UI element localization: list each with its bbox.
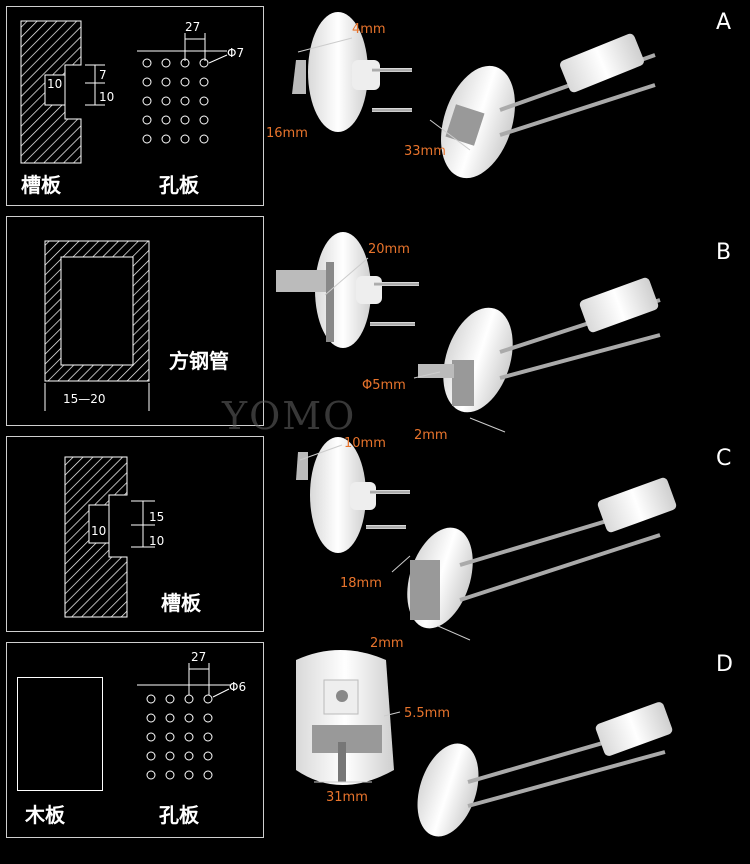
panel-d: 27 Φ6 木板 孔板 [6, 642, 264, 838]
row-letter-c: C [716, 446, 732, 471]
row-letter-b: B [716, 240, 732, 265]
row-letter-d: D [716, 652, 733, 677]
meas-b-5mm: Φ5mm [362, 378, 406, 393]
square-tube-diagram: 15—20 [44, 240, 150, 411]
label-slot-board-c: 槽板 [161, 591, 201, 615]
pegboard-diagram-a: 27 Φ7 [137, 20, 244, 144]
meas-c-18mm: 18mm [340, 576, 382, 591]
slot-board-diagram-a: 10 7 10 [20, 20, 114, 164]
hook-a-side [292, 12, 412, 132]
hook-c-side [296, 437, 410, 553]
watermark: YOMO [222, 394, 357, 438]
panel-c: 10 15 10 槽板 [6, 436, 264, 632]
hook-d-front [296, 650, 394, 785]
label-pegboard-a: 孔板 [159, 173, 199, 197]
slot-board-diagram-c: 10 15 10 [64, 456, 164, 618]
dim-27-d: 27 [191, 650, 206, 664]
meas-a-16mm: 16mm [266, 126, 308, 141]
photo-dimension-lines [297, 37, 506, 783]
row-letter-a: A [716, 10, 732, 35]
meas-a-33mm: 33mm [404, 144, 446, 159]
dim-27: 27 [185, 20, 200, 34]
dim-slot-10: 10 [47, 77, 62, 91]
dim-15-c: 15 [149, 510, 164, 524]
hook-b-side [276, 232, 419, 348]
meas-b-2mm: 2mm [414, 428, 448, 443]
wood-board-shape [17, 677, 103, 791]
hook-a-angle [441, 33, 656, 179]
dim-tube-width: 15—20 [63, 392, 106, 406]
dim-10: 10 [99, 90, 114, 104]
meas-d-55mm: 5.5mm [404, 706, 451, 721]
meas-c-2mm: 2mm [370, 636, 404, 651]
hook-c-angle [407, 477, 677, 629]
meas-b-20mm: 20mm [368, 242, 410, 257]
dim-10-c: 10 [149, 534, 164, 548]
hook-d-angle [417, 702, 673, 837]
dim-slot-10-c: 10 [91, 524, 106, 538]
panel-b: 15—20 方钢管 [6, 216, 264, 426]
label-pegboard-d: 孔板 [159, 803, 199, 827]
label-wood-board: 木板 [25, 803, 65, 827]
dim-phi7: Φ7 [227, 46, 244, 60]
hook-b-angle [418, 277, 661, 413]
label-slot-board-a: 槽板 [21, 173, 61, 197]
dim-7: 7 [99, 68, 107, 82]
meas-d-31mm: 31mm [326, 790, 368, 805]
pegboard-diagram-d: 27 Φ6 [137, 650, 246, 780]
meas-c-10mm: 10mm [344, 436, 386, 451]
dim-phi6: Φ6 [229, 680, 246, 694]
panel-a: 10 7 10 27 Φ7 槽板 孔板 [6, 6, 264, 206]
label-square-tube: 方钢管 [169, 349, 229, 373]
meas-a-4mm: 4mm [352, 22, 386, 37]
